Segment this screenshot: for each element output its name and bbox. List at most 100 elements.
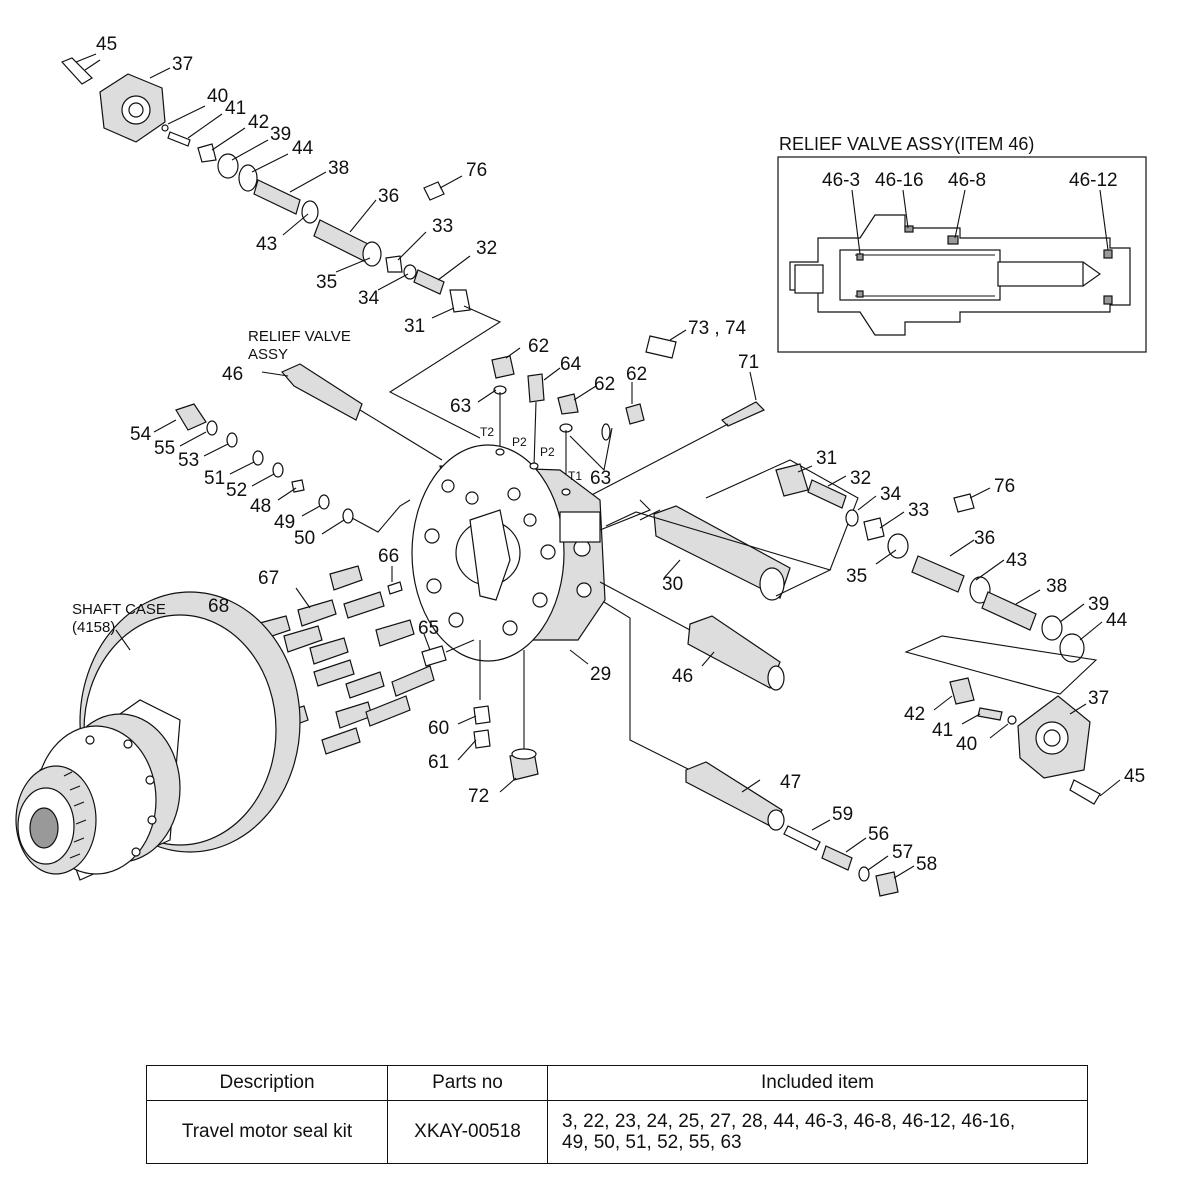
label-36: 36 [378,186,399,207]
label-33: 33 [432,216,453,237]
label-42: 42 [248,112,269,133]
label-34b: 34 [880,484,902,505]
label-63a: 63 [450,396,471,417]
valve-body-29: T2 P2 P2 T1 [411,425,691,771]
port-label-t2: T2 [480,425,494,439]
inset-label-46-12: 46-12 [1069,170,1118,191]
label-63b: 63 [590,468,611,489]
header-included-item: Included item [547,1065,1088,1101]
included-items-line-1: 3, 22, 23, 24, 25, 27, 28, 44, 46-3, 46-… [562,1111,1016,1132]
relief-valve-cross-section [789,189,1131,336]
label-76: 76 [466,160,487,181]
label-36b: 36 [974,528,995,549]
label-34: 34 [358,288,380,309]
label-33b: 33 [908,500,929,521]
label-50: 50 [294,528,315,549]
label-61: 61 [428,752,449,773]
label-42b: 42 [904,704,925,725]
header-parts-no: Parts no [387,1065,548,1101]
inset-label-46-16: 46-16 [875,170,924,191]
label-54: 54 [130,424,152,445]
label-59: 59 [832,804,853,825]
cell-description: Travel motor seal kit [146,1100,388,1164]
cell-included-items: 3, 22, 23, 24, 25, 27, 28, 44, 46-3, 46-… [547,1100,1088,1164]
label-56: 56 [868,824,889,845]
label-38: 38 [328,158,349,179]
label-41b: 41 [932,720,953,741]
label-48: 48 [250,496,271,517]
top-left-valve-stack [60,53,502,439]
included-items-line-2: 49, 50, 51, 52, 55, 63 [562,1132,742,1153]
label-67: 67 [258,568,279,589]
plug-62a [491,355,515,379]
top-port-parts [477,329,766,501]
label-43: 43 [256,234,277,255]
right-spool-group [599,505,915,897]
pin-60 [473,705,491,725]
header-description: Description [146,1065,388,1101]
label-45b: 45 [1124,766,1145,787]
label-32b: 32 [850,468,871,489]
label-37b: 37 [1088,688,1109,709]
label-62a: 62 [528,336,549,357]
plug-58 [875,871,899,897]
label-31b: 31 [816,448,837,469]
label-44: 44 [292,138,314,159]
pin-76b [953,493,975,513]
label-47: 47 [780,772,801,793]
label-31: 31 [404,316,425,337]
label-46a: 46 [222,364,243,385]
inset-label-46-3: 46-3 [822,170,860,191]
plug-62c [625,403,645,425]
label-64: 64 [560,354,582,375]
port-label-t1: T1 [568,469,582,483]
label-assy: ASSY [248,346,288,363]
port-label-p2b: P2 [540,445,555,459]
label-62b: 62 [594,374,615,395]
label-58: 58 [916,854,937,875]
nameplate-73 [645,335,677,359]
relief-valve-46-upper [281,363,363,421]
label-51: 51 [204,468,225,489]
label-57: 57 [892,842,913,863]
label-shaft-case-number: (4158) [72,619,115,636]
label-52: 52 [226,480,247,501]
label-38b: 38 [1046,576,1067,597]
spring-38 [253,179,301,215]
port-label-p2a: P2 [512,435,527,449]
shaft-case [15,591,301,881]
label-39b: 39 [1088,594,1109,615]
spool-30 [653,505,791,599]
cell-parts-no: XKAY-00518 [387,1100,548,1164]
label-37: 37 [172,54,193,75]
label-55: 55 [154,438,175,459]
label-76b: 76 [994,476,1015,497]
label-65: 65 [418,618,439,639]
label-41: 41 [225,98,246,119]
label-relief-valve: RELIEF VALVE [248,328,351,345]
bolt-71 [721,401,766,427]
relief-valve-inset: RELIEF VALVE ASSY(ITEM 46) 46-3 46-16 46… [777,134,1147,353]
label-44b: 44 [1106,610,1128,631]
label-35b: 35 [846,566,867,587]
label-71: 71 [738,352,759,373]
label-49: 49 [274,512,295,533]
exploded-parts-diagram: RELIEF VALVE ASSY(ITEM 46) 46-3 46-16 46… [15,34,1147,897]
label-66: 66 [378,546,399,567]
label-40b: 40 [956,734,977,755]
inset-title: RELIEF VALVE ASSY(ITEM 46) [779,134,1034,154]
label-53: 53 [178,450,199,471]
left-small-parts [153,363,443,535]
label-62c: 62 [626,364,647,385]
label-32: 32 [476,238,497,259]
label-shaft-case: SHAFT CASE [72,601,166,618]
table-row: Travel motor seal kit XKAY-00518 3, 22, … [146,1100,1088,1164]
label-39: 39 [270,124,291,145]
label-72: 72 [468,786,489,807]
label-29: 29 [590,664,611,685]
right-valve-stack [705,459,1121,805]
plug-54 [175,403,207,431]
label-73-74: 73 , 74 [688,318,747,339]
inset-label-46-8: 46-8 [948,170,986,191]
plug-64 [527,373,545,403]
